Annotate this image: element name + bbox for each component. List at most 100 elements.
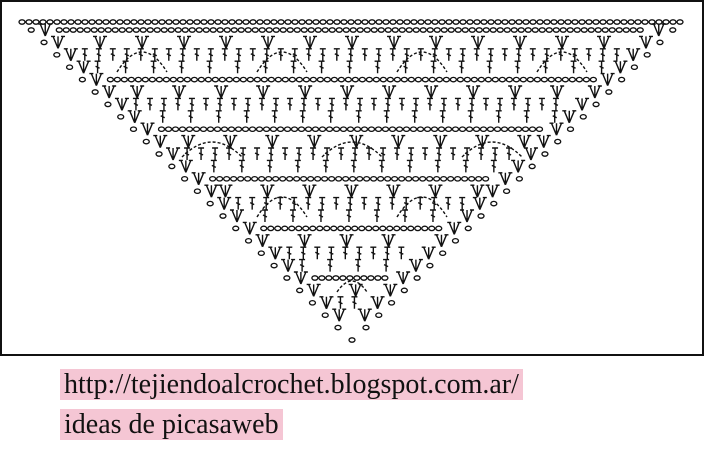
chain-stitch-icon [88, 19, 96, 25]
double-crochet-icon [327, 258, 334, 272]
v-stitch-icon [127, 110, 142, 124]
chain-stitch-icon [573, 27, 581, 33]
chain-stitch-icon [232, 76, 241, 83]
chain-stitch-icon [423, 126, 432, 133]
chain-stitch-icon [339, 275, 347, 281]
chain-stitch-icon [232, 225, 240, 232]
chain-stitch-icon [426, 262, 434, 269]
chain-stitch-icon [155, 151, 163, 157]
chain-stitch-icon [279, 27, 287, 33]
chain-stitch-icon [361, 19, 369, 25]
source-url[interactable]: http://tejiendoalcrochet.blogspot.com.ar… [60, 368, 523, 402]
chain-stitch-icon [309, 76, 318, 83]
double-crochet-icon [361, 48, 368, 61]
v-stitch-icon [472, 196, 487, 210]
chain-stitch-icon [223, 27, 231, 33]
chain-stitch-icon [186, 19, 194, 25]
double-crochet-icon [515, 48, 522, 61]
image-credit-text: ideas de picasaweb [60, 409, 283, 440]
v-stitch-icon [383, 283, 398, 297]
double-crochet-icon [207, 48, 214, 61]
v-stitch-icon [345, 35, 360, 49]
chain-stitch-icon [337, 225, 345, 232]
double-crochet-icon [234, 60, 241, 74]
double-crochet-icon [132, 97, 139, 111]
double-crochet-icon [375, 48, 382, 61]
chain-stitch-icon [467, 175, 476, 182]
chain-stitch-icon [319, 19, 327, 25]
chain-stitch-icon [417, 19, 425, 25]
v-stitch-icon [223, 134, 238, 148]
chain-stitch-icon [390, 175, 399, 182]
v-stitch-icon [114, 97, 129, 111]
chain-stitch-icon [283, 126, 292, 133]
double-crochet-icon [202, 97, 209, 111]
chain-stitch-icon [540, 76, 549, 83]
v-stitch-icon [302, 184, 317, 198]
v-stitch-icon [89, 72, 104, 86]
chain-stitch-icon [498, 76, 507, 83]
chain-stitch-icon [617, 76, 626, 83]
chain-stitch-icon [243, 175, 252, 182]
chain-stitch-icon [587, 27, 595, 33]
chain-stitch-icon [334, 324, 342, 331]
chain-stitch-icon [400, 287, 408, 294]
chain-stitch-icon [615, 27, 623, 33]
v-stitch-icon [306, 283, 321, 297]
chain-stitch-icon [362, 175, 371, 182]
double-crochet-icon [439, 110, 446, 123]
source-url-text[interactable]: http://tejiendoalcrochet.blogspot.com.ar… [60, 369, 523, 400]
chain-stitch-icon [424, 19, 432, 25]
chain-stitch-icon [272, 27, 280, 33]
chain-stitch-icon [533, 76, 542, 83]
v-stitch-icon [130, 85, 145, 99]
v-stitch-icon [256, 85, 271, 99]
v-stitch-icon [303, 35, 318, 49]
double-crochet-icon [198, 147, 205, 160]
chain-stitch-icon [326, 19, 334, 25]
double-crochet-icon [294, 159, 301, 173]
chain-stitch-icon [383, 175, 392, 182]
chain-stitch-icon [146, 27, 154, 33]
chain-stitch-icon [634, 19, 642, 25]
double-crochet-icon [342, 97, 349, 111]
chain-stitch-icon [142, 138, 150, 145]
chain-stitch-icon [643, 51, 651, 58]
double-crochet-icon [261, 209, 268, 222]
chain-stitch-icon [330, 225, 338, 232]
double-crochet-icon [402, 60, 409, 74]
double-crochet-icon [277, 196, 284, 210]
double-crochet-icon [159, 110, 166, 123]
v-stitch-icon [434, 234, 449, 248]
double-crochet-icon [436, 147, 443, 160]
chain-stitch-icon [269, 126, 278, 133]
fan-arch-icon [256, 51, 308, 73]
chain-stitch-icon [559, 27, 567, 33]
v-stitch-icon [38, 23, 53, 37]
chain-stitch-icon [225, 76, 234, 83]
chain-stitch-icon [321, 27, 329, 33]
chain-stitch-icon [299, 175, 308, 182]
double-crochet-icon [384, 246, 391, 260]
chain-stitch-icon [620, 19, 628, 25]
chain-stitch-icon [318, 126, 327, 133]
chain-stitch-icon [442, 76, 451, 83]
chain-stitch-icon [426, 27, 434, 33]
double-crochet-icon [95, 48, 102, 61]
chain-stitch-icon [256, 19, 264, 25]
chain-stitch-icon [202, 27, 210, 33]
chain-stitch-icon [125, 27, 133, 33]
chain-stitch-icon [515, 175, 524, 182]
double-crochet-icon [389, 196, 396, 210]
double-crochet-icon [178, 60, 185, 74]
chain-stitch-icon [341, 175, 350, 182]
chain-stitch-icon [369, 175, 378, 182]
double-crochet-icon [398, 246, 405, 260]
chain-stitch-icon [281, 225, 289, 232]
double-crochet-icon [496, 97, 503, 111]
chain-stitch-icon [367, 126, 376, 133]
double-crochet-icon [310, 147, 317, 160]
v-stitch-icon [214, 85, 229, 99]
chain-stitch-icon [413, 275, 421, 281]
chain-stitch-icon [342, 27, 350, 33]
